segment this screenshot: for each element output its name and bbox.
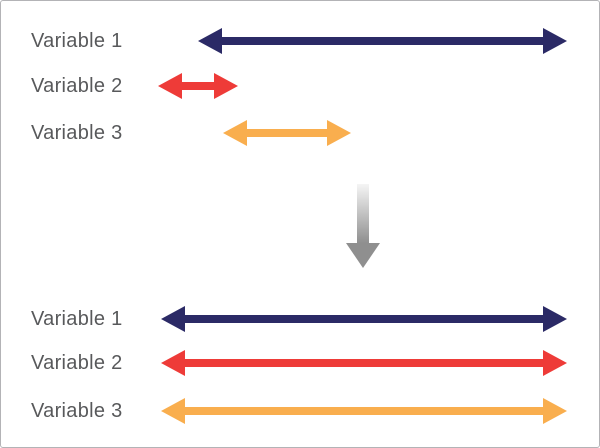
arrowhead-right-icon: [543, 28, 567, 54]
arrow-shaft: [182, 82, 214, 90]
variable-label: Variable 1: [31, 308, 123, 330]
arrowhead-left-icon: [161, 350, 185, 376]
variable-row: Variable 3: [1, 398, 599, 424]
arrowhead-left-icon: [223, 120, 247, 146]
variable-label: Variable 1: [31, 30, 123, 52]
variable-label: Variable 2: [31, 352, 123, 374]
variable-label: Variable 3: [31, 122, 123, 144]
variable-label: Variable 3: [31, 400, 123, 422]
range-arrow: [223, 120, 351, 146]
arrowhead-right-icon: [543, 398, 567, 424]
variable-row: Variable 3: [1, 120, 599, 146]
variable-row: Variable 2: [1, 350, 599, 376]
down-arrow-shaft: [357, 184, 369, 243]
arrowhead-right-icon: [327, 120, 351, 146]
arrow-shaft: [185, 315, 543, 323]
variable-label: Variable 2: [31, 75, 123, 97]
arrow-shaft: [185, 407, 543, 415]
arrowhead-left-icon: [198, 28, 222, 54]
variable-row: Variable 1: [1, 28, 599, 54]
range-arrow: [161, 306, 567, 332]
arrow-shaft: [185, 359, 543, 367]
arrow-shaft: [247, 129, 327, 137]
range-arrow: [161, 398, 567, 424]
arrowhead-right-icon: [543, 306, 567, 332]
arrow-shaft: [222, 37, 543, 45]
arrowhead-left-icon: [161, 398, 185, 424]
arrowhead-right-icon: [543, 350, 567, 376]
arrowhead-right-icon: [214, 73, 238, 99]
range-arrow: [161, 350, 567, 376]
range-arrow: [198, 28, 567, 54]
arrowhead-left-icon: [161, 306, 185, 332]
variable-row: Variable 1: [1, 306, 599, 332]
transform-down-arrow-icon: [346, 184, 380, 268]
variable-row: Variable 2: [1, 73, 599, 99]
down-arrowhead-icon: [346, 243, 380, 268]
arrowhead-left-icon: [158, 73, 182, 99]
range-arrow: [158, 73, 238, 99]
